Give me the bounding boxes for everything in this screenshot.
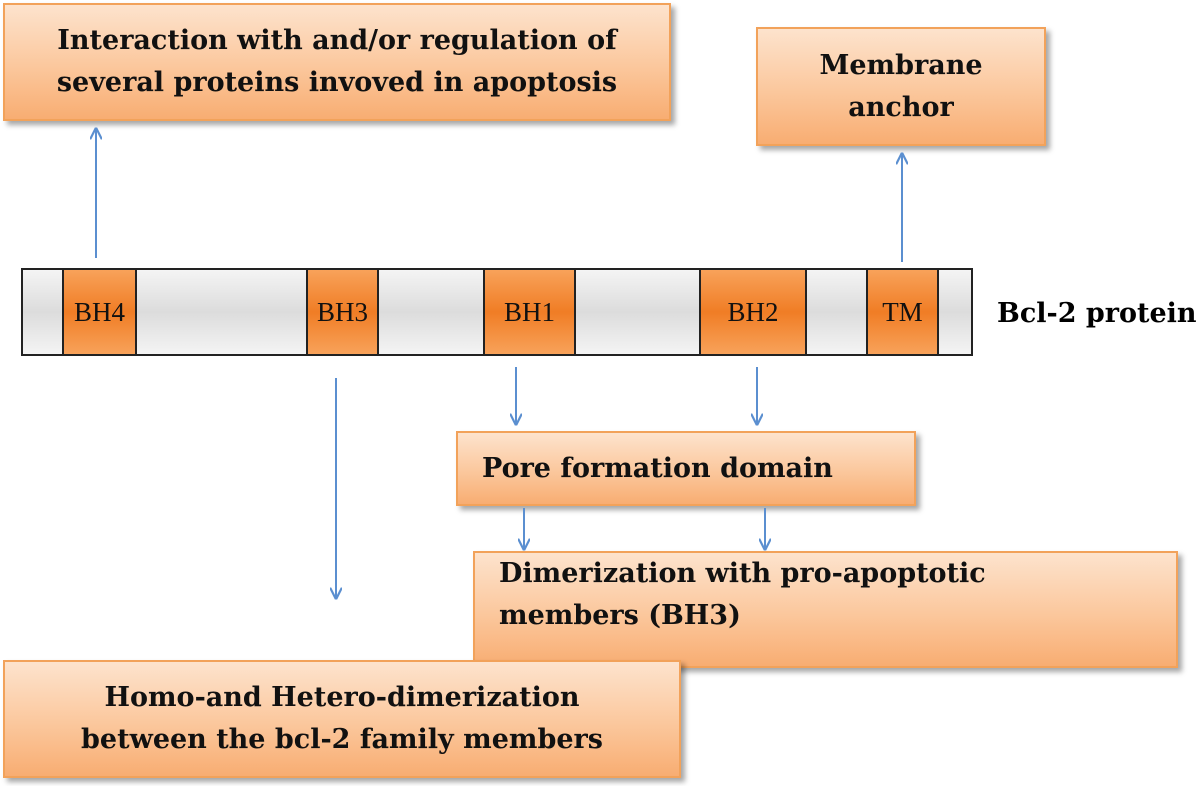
homo-hetero-text-line1: Homo-and Hetero-dimerization [104,682,580,713]
membrane-anchor-text-line2: anchor [848,91,954,123]
homo-hetero-text-line2: between the bcl-2 family members [81,724,603,755]
dimerization-text-line1: Dimerization with pro-apoptotic [499,558,986,589]
domain-tm: TM [866,270,939,354]
dimerization-text-line2: members (BH3) [499,600,741,631]
homo-hetero-box: Homo-and Hetero-dimerization between the… [3,660,681,778]
dimerization-box: Dimerization with pro-apoptotic members … [473,551,1178,668]
membrane-anchor-box: Membrane anchor [756,27,1046,146]
interaction-text-line2: several proteins invoved in apoptosis [56,67,618,98]
pore-formation-text: Pore formation domain [482,452,833,484]
domain-bh2: BH2 [699,270,807,354]
pore-formation-box: Pore formation domain [456,431,916,506]
domain-bh1: BH1 [483,270,576,354]
interaction-text-line1: Interaction with and/or regulation of [57,25,617,56]
membrane-anchor-text-line1: Membrane [819,49,983,81]
interaction-box: Interaction with and/or regulation of se… [3,3,671,121]
bcl2-protein-bar: BH4 BH3 BH1 BH2 TM [21,268,973,356]
domain-bh4: BH4 [62,270,137,354]
domain-bh3: BH3 [306,270,379,354]
protein-label: Bcl-2 protein [997,298,1197,329]
